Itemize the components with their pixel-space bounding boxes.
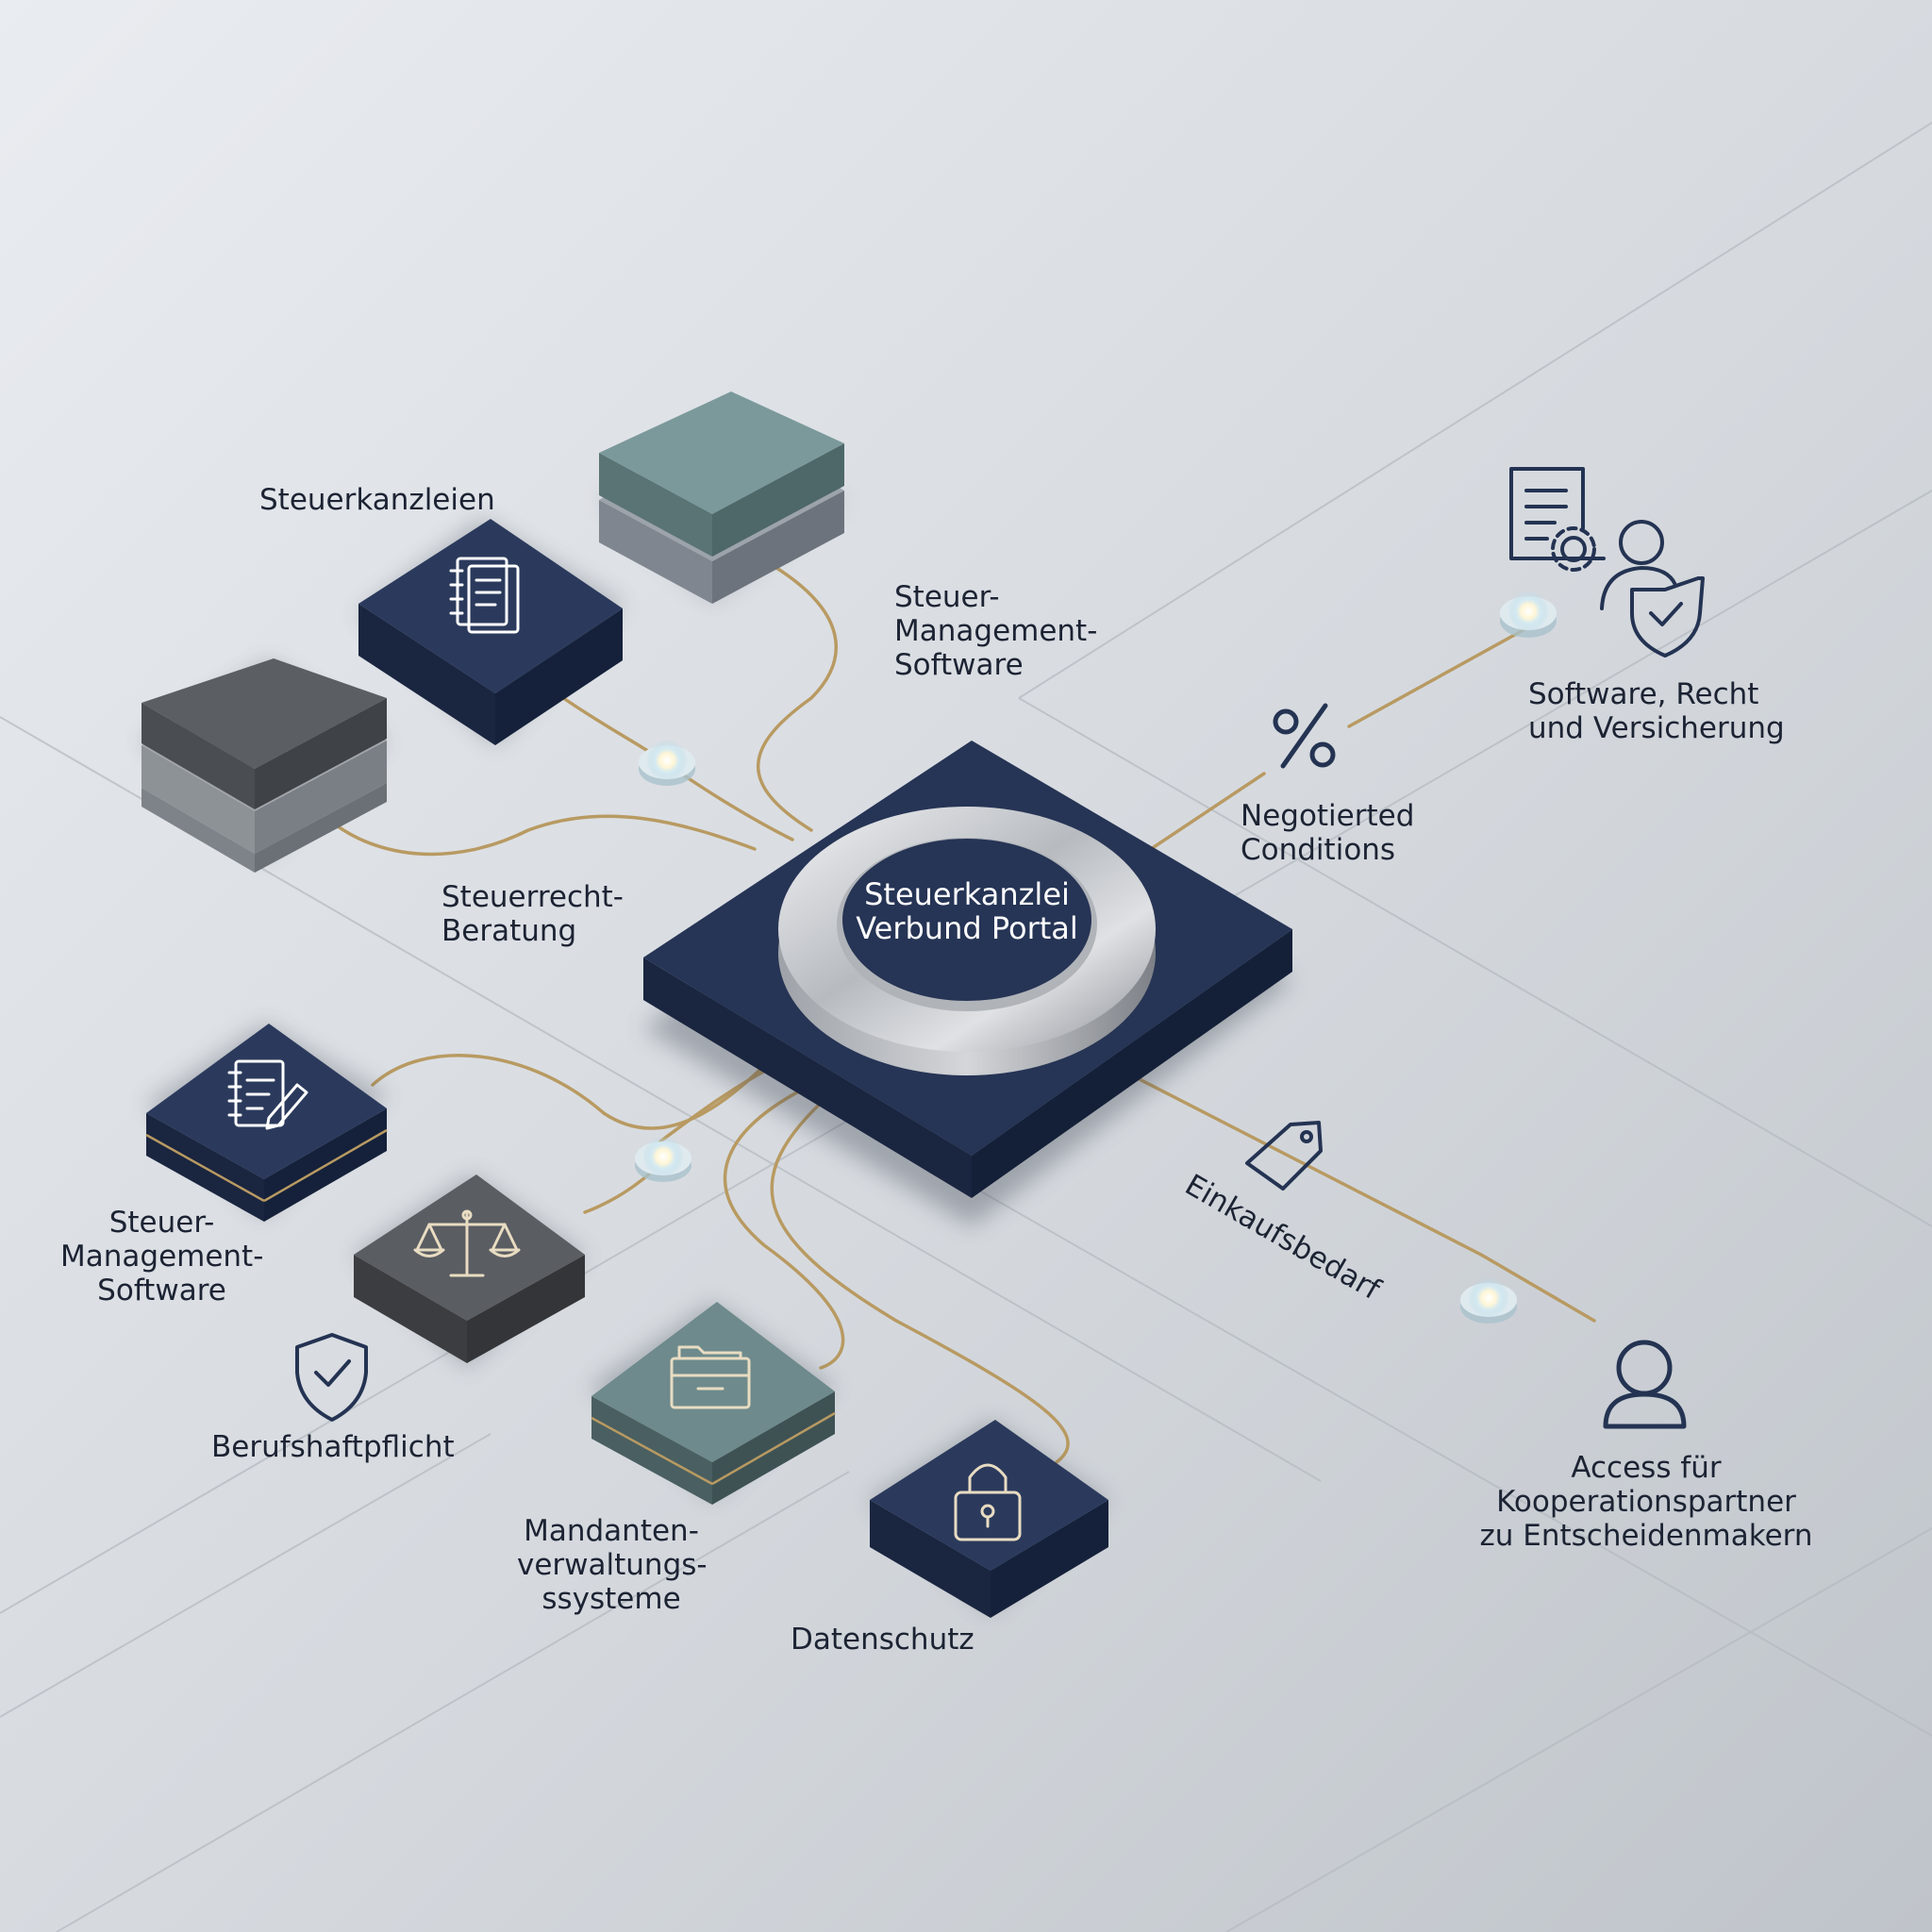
node-steuerrecht[interactable]	[142, 658, 387, 873]
percent-icon	[1273, 703, 1336, 769]
label-negotiated: Negotierted Conditions	[1241, 799, 1415, 867]
junction-lower-left[interactable]	[635, 1136, 691, 1182]
label-steuerrecht: Steuerrecht- Beratung	[441, 880, 624, 948]
shield-check-icon-left	[295, 1333, 368, 1422]
portal-title[interactable]: Steuerkanzlei Verbund Portal	[856, 876, 1078, 946]
node-berufshaftpflicht[interactable]	[354, 1174, 585, 1368]
shield-check-icon-right	[1630, 576, 1705, 658]
archive-box-icon	[670, 1345, 751, 1409]
junction-upper-left[interactable]	[639, 740, 695, 786]
lock-icon	[954, 1463, 1022, 1541]
central-hub[interactable]	[643, 741, 1292, 1226]
label-software-recht: Software, Recht und Versicherung	[1528, 677, 1785, 745]
label-datenschutz: Datenschutz	[791, 1623, 974, 1657]
label-software-left: Steuer- Management- Software	[60, 1206, 264, 1307]
user-icon-upper	[1600, 520, 1677, 610]
connectors	[328, 564, 1596, 1464]
notebook-icon	[449, 557, 520, 634]
document-gear-icon	[1509, 467, 1606, 572]
user-icon-lower	[1603, 1340, 1687, 1429]
label-steuerkanzleien: Steuerkanzleien	[259, 483, 495, 517]
price-tag-icon	[1245, 1121, 1323, 1191]
node-mandanten[interactable]	[590, 1302, 836, 1505]
scales-icon	[413, 1209, 521, 1277]
node-software-left[interactable]	[145, 1024, 388, 1222]
junction-upper-right[interactable]	[1500, 591, 1557, 638]
label-mandanten: Mandanten- verwaltungs- ssysteme	[517, 1514, 708, 1616]
label-access: Access für Kooperationspartner zu Entsch…	[1479, 1451, 1813, 1553]
label-software-top: Steuer- Management- Software	[894, 580, 1098, 682]
node-teal-top[interactable]	[599, 391, 844, 604]
document-pen-icon	[227, 1059, 308, 1130]
label-berufshaftpflicht: Berufshaftpflicht	[211, 1430, 455, 1464]
junction-lower-right[interactable]	[1460, 1277, 1517, 1324]
